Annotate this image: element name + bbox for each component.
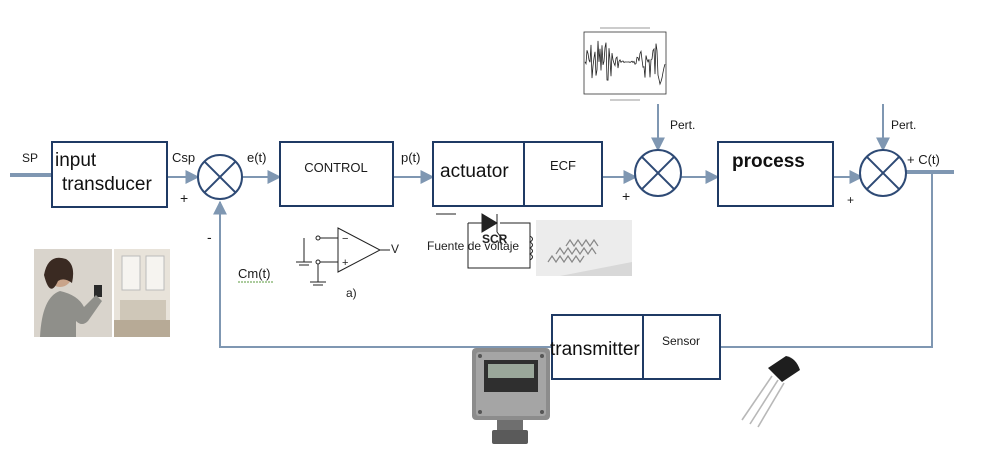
ecf-label: ECF xyxy=(550,158,576,173)
svg-text:−: − xyxy=(342,233,348,245)
scr-circuit xyxy=(436,213,533,269)
pert1-label: Pert. xyxy=(670,118,695,132)
summing-junction-2 xyxy=(634,149,682,197)
actuator-label: actuator xyxy=(440,161,509,182)
csp-label: Csp xyxy=(172,150,195,165)
input-line1-label: input xyxy=(55,150,97,171)
opamp-a-label: a) xyxy=(346,286,357,300)
minus1-sign: - xyxy=(207,229,212,245)
feedback-right xyxy=(720,172,933,348)
sp-label: SP xyxy=(22,151,38,165)
summing-junction-3 xyxy=(859,149,907,197)
fuente-label: Fuente de voltaje xyxy=(427,239,519,253)
noise-signal-line xyxy=(584,40,666,86)
transmitter-device-photo xyxy=(472,348,550,444)
sensor-label: Sensor xyxy=(662,334,700,348)
feedback-left xyxy=(213,200,552,348)
ct-label: + C(t) xyxy=(907,152,940,167)
transmitter-label: transmitter xyxy=(550,339,640,360)
actuator-block: actuator ECF xyxy=(432,141,603,207)
living-room-photo xyxy=(114,249,170,337)
process-block: process xyxy=(717,141,834,207)
scr-label: SCR xyxy=(482,232,508,246)
et-label: e(t) xyxy=(247,150,267,165)
input-transducer-block: input transducer xyxy=(51,141,168,208)
opamp-schematic: − + xyxy=(296,227,390,286)
temperature-sensor-photo xyxy=(741,356,800,428)
cm-label: Cm(t) xyxy=(238,266,271,281)
summing-junction-1 xyxy=(197,154,243,200)
process-label: process xyxy=(732,151,805,172)
pert2-label: Pert. xyxy=(891,118,916,132)
control-block: CONTROL xyxy=(279,141,394,207)
transmitter-sensor-block: transmitter Sensor xyxy=(550,314,721,380)
plus1-sign: + xyxy=(180,190,188,206)
control-label: CONTROL xyxy=(304,160,368,175)
thermostat-user-photo xyxy=(34,249,112,337)
plus3-sign: + xyxy=(847,193,854,207)
heating-element-photo xyxy=(536,220,632,276)
signal-lines xyxy=(10,104,954,348)
pt-label: p(t) xyxy=(401,150,421,165)
svg-text:+: + xyxy=(342,257,348,269)
input-line2-label: transducer xyxy=(62,174,152,195)
plus2-sign: + xyxy=(622,188,630,204)
opamp-vo-label: V xyxy=(391,242,399,256)
perturbation-noise-plot xyxy=(575,25,675,103)
